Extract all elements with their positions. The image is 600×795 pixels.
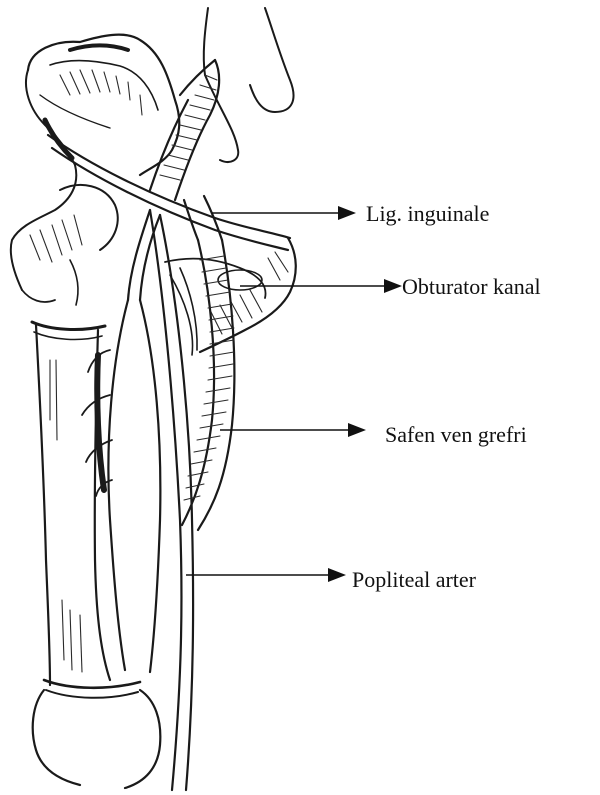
femoral-artery-illustration [82,210,193,790]
iliac-vessel-illustration [150,60,219,200]
label-lig-inguinale: Lig. inguinale [366,201,489,226]
inguinal-ligament-illustration [48,135,290,250]
label-safen-ven-grefri: Safen ven grefri [385,422,527,447]
obturator-kanal-arrowhead [384,279,402,293]
label-safen-ven-grefri-group: Safen ven grefri [220,422,527,447]
label-popliteal-arter: Popliteal arter [352,567,477,592]
pelvic-bone-illustration [11,35,179,305]
label-obturator-kanal: Obturator kanal [402,274,541,299]
label-lig-inguinale-group: Lig. inguinale [212,201,489,226]
label-obturator-kanal-group: Obturator kanal [240,274,541,299]
lig-inguinale-arrowhead [338,206,356,220]
label-popliteal-arter-group: Popliteal arter [186,567,477,592]
popliteal-arter-arrowhead [328,568,346,582]
safen-ven-grefri-arrowhead [348,423,366,437]
upper-vessel-outline [204,8,294,162]
